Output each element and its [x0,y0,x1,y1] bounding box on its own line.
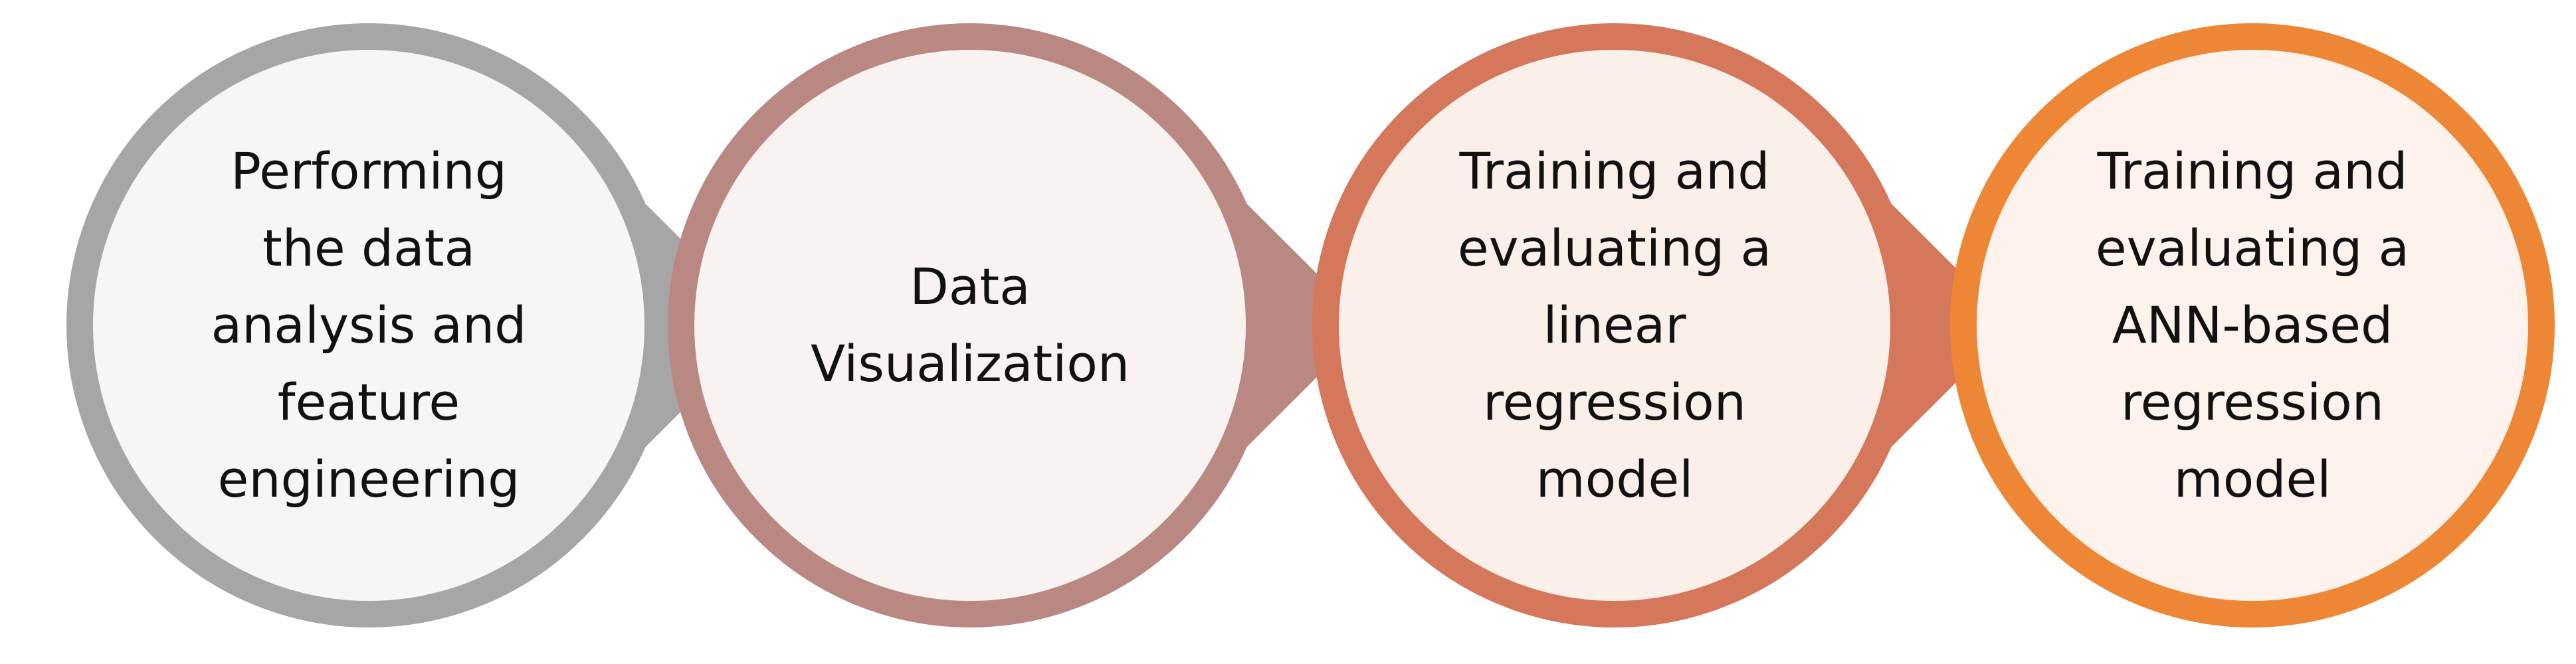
step-4-label-line: model [2174,450,2331,509]
step-1-label-line: the data [262,218,475,278]
step-3-label-line: model [1536,450,1694,509]
step-4-label-line: Training and [2096,141,2407,201]
step-1-circle [66,23,671,627]
step-4-label-line: ANN-based [2112,295,2393,355]
step-3-label: Training and evaluating a linear regression… [1458,141,1771,509]
step-4-circle [1950,23,2555,627]
step-3-circle [1312,23,1917,627]
step-4-label-line: evaluating a [2096,218,2409,278]
step-1: Performing the data analysis and feature eng… [66,23,767,627]
steps-layer: Performing the data analysis and feature eng… [66,23,2555,627]
step-3-label-line: regression [1483,373,1746,432]
step-4-label: Training and evaluating a ANN-based regress… [2096,141,2409,509]
step-2-circle [668,23,1272,627]
step-4-label-line: regression [2121,373,2384,432]
step-3-label-line: evaluating a [1458,218,1771,278]
step-3: Training and evaluating a linear regression… [1312,23,2013,627]
step-1-label: Performing the data analysis and feature eng… [211,141,527,509]
step-2-label-line: Data [910,257,1030,316]
step-1-label-line: feature [278,373,460,432]
step-1-label-line: engineering [218,450,520,509]
step-3-label-line: linear [1543,295,1687,355]
step-1-label-line: Performing [231,141,507,201]
step-1-label-line: analysis and [211,295,527,355]
step-2-label-line: Visualization [811,334,1130,393]
step-4: Training and evaluating a ANN-based regress… [1950,23,2555,627]
step-3-label-line: Training and [1458,141,1769,201]
